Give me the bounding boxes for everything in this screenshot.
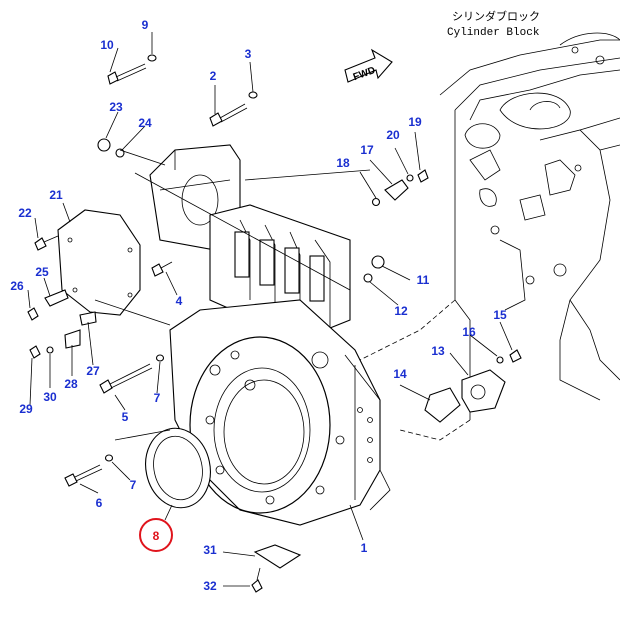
leader-lines xyxy=(27,32,513,587)
callout-14[interactable]: 14 xyxy=(393,367,407,381)
cylinder-block-label-en: Cylinder Block xyxy=(447,27,540,39)
callout-31[interactable]: 31 xyxy=(203,543,217,557)
callout-3[interactable]: 3 xyxy=(245,47,252,61)
callout-13[interactable]: 13 xyxy=(431,344,445,358)
callout-27[interactable]: 27 xyxy=(86,364,100,378)
callout-21[interactable]: 21 xyxy=(49,188,63,202)
cylinder-block-label-jp: シリンダブロック xyxy=(452,9,540,24)
callout-19[interactable]: 19 xyxy=(408,115,422,129)
highlight-circle xyxy=(139,518,173,552)
callout-29[interactable]: 29 xyxy=(19,402,33,416)
callout-28[interactable]: 28 xyxy=(64,377,78,391)
callout-17[interactable]: 17 xyxy=(360,143,374,157)
cylinder-block-drawing xyxy=(359,32,620,441)
callout-15[interactable]: 15 xyxy=(493,308,507,322)
callout-32[interactable]: 32 xyxy=(203,579,217,593)
callout-18[interactable]: 18 xyxy=(336,156,350,170)
cover-plate-drawing xyxy=(57,209,141,316)
fastener-drawings xyxy=(27,54,522,593)
callout-25[interactable]: 25 xyxy=(35,265,49,279)
callout-7-lower[interactable]: 7 xyxy=(130,478,137,492)
callout-16[interactable]: 16 xyxy=(462,325,476,339)
callout-11[interactable]: 11 xyxy=(417,273,430,287)
callout-30[interactable]: 30 xyxy=(43,390,57,404)
seal-ring-drawing xyxy=(145,427,211,509)
callout-5[interactable]: 5 xyxy=(122,410,129,424)
callout-6[interactable]: 6 xyxy=(96,496,103,510)
callout-10[interactable]: 10 xyxy=(100,38,114,52)
callout-9[interactable]: 9 xyxy=(142,18,149,32)
callout-8[interactable]: 8 xyxy=(153,529,160,543)
callout-7-upper[interactable]: 7 xyxy=(154,391,161,405)
callout-1[interactable]: 1 xyxy=(361,541,368,555)
callout-23[interactable]: 23 xyxy=(109,100,123,114)
callout-24[interactable]: 24 xyxy=(138,116,152,130)
callout-26[interactable]: 26 xyxy=(10,279,24,293)
callout-2[interactable]: 2 xyxy=(210,69,217,83)
callout-labels: 1 2 3 4 5 6 7 7 8 9 10 11 12 13 14 15 16… xyxy=(10,18,507,593)
callout-12[interactable]: 12 xyxy=(394,304,408,318)
fwd-arrow-icon xyxy=(344,48,393,83)
callout-22[interactable]: 22 xyxy=(18,206,32,220)
callout-20[interactable]: 20 xyxy=(386,128,400,142)
callout-4[interactable]: 4 xyxy=(176,294,183,308)
